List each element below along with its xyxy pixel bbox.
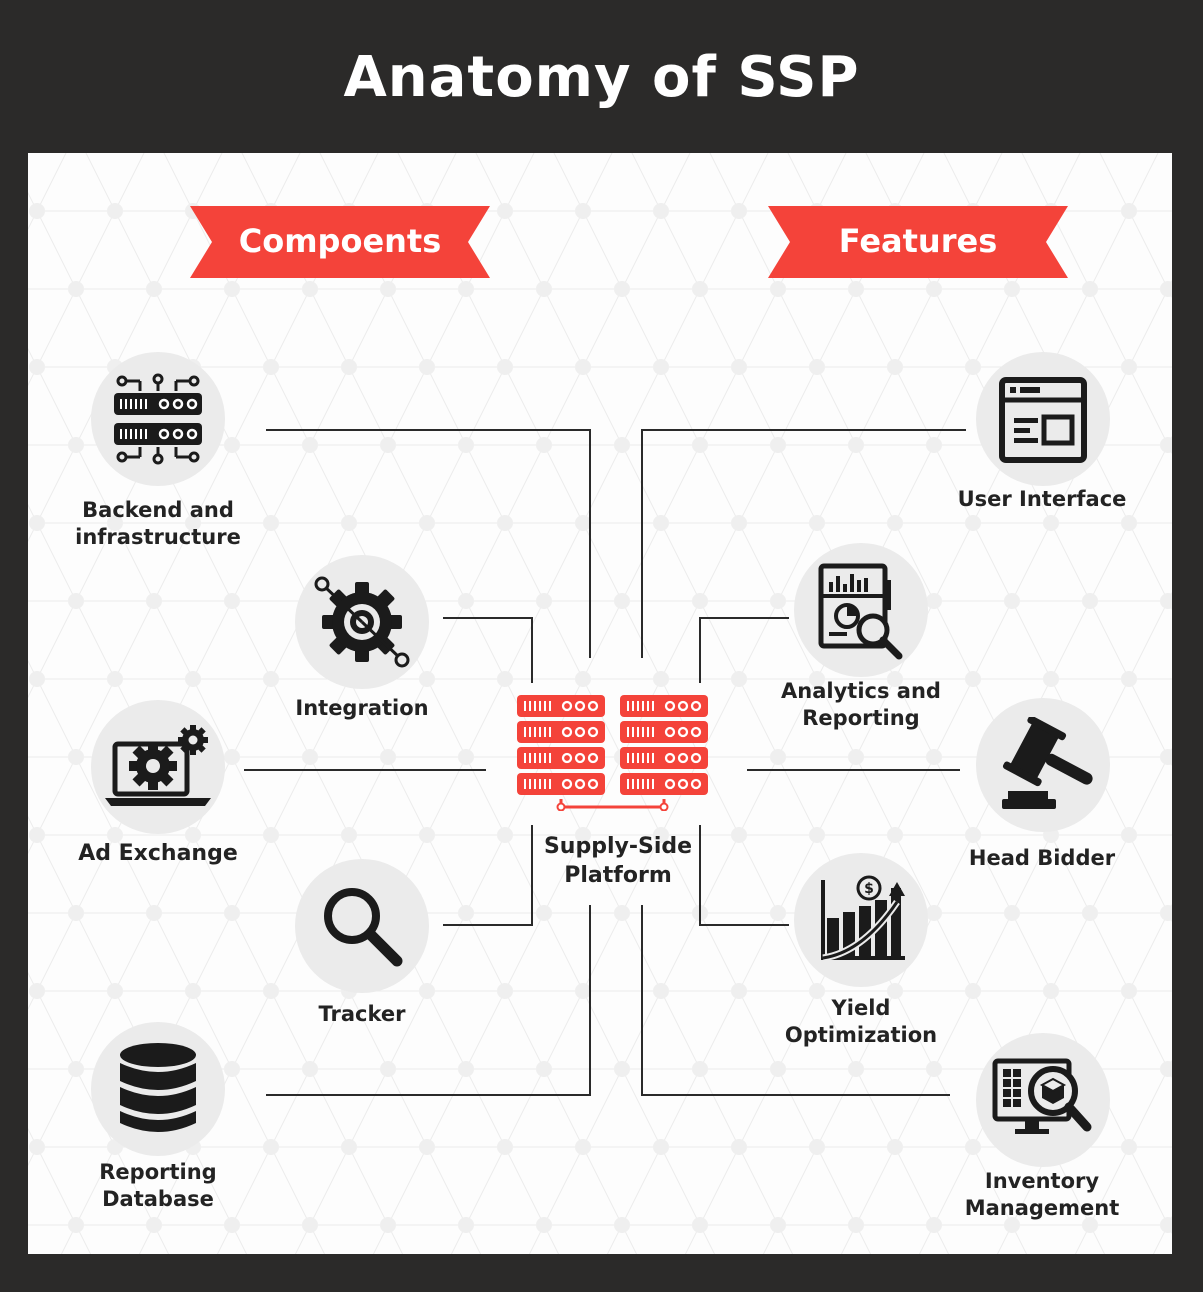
gear-network-icon [314, 576, 410, 668]
magnifier-icon [324, 888, 403, 967]
yield-optimization-label: Yield Optimization [761, 995, 961, 1050]
inventory-management-node [976, 1033, 1110, 1167]
dollar-symbol: $ [864, 881, 874, 897]
integration-label: Integration [262, 695, 462, 722]
database-icon [120, 1043, 196, 1132]
ad-exchange-node [91, 700, 225, 834]
gavel-icon [1002, 717, 1093, 809]
integration-label-line1: Integration [295, 696, 429, 720]
backend-node [91, 352, 225, 486]
diagram-panel: Compoents Features Supply-Side Platform [28, 153, 1172, 1254]
center-label: Supply-Side Platform [518, 833, 718, 890]
connector-lines [244, 429, 966, 1096]
features-banner: Features [768, 206, 1068, 278]
head-bidder-label: Head Bidder [942, 845, 1142, 872]
analytics-label: Analytics and Reporting [761, 678, 961, 733]
reporting-database-label-line1: Reporting [99, 1160, 217, 1184]
laptop-gears-icon [105, 725, 211, 806]
connector-integration [443, 617, 533, 683]
reporting-database-label-line2: Database [102, 1187, 214, 1212]
connector-inventory [641, 905, 950, 1096]
tracker-label-line1: Tracker [318, 1002, 406, 1026]
tracker-label: Tracker [262, 1001, 462, 1028]
ad-exchange-label: Ad Exchange [58, 840, 258, 869]
backend-label: Backend and infrastructure [58, 497, 258, 552]
analytics-label-line1: Analytics and [781, 679, 941, 703]
inventory-management-label: Inventory Management [942, 1168, 1142, 1223]
inventory-management-label-line2: Management [964, 1196, 1120, 1221]
backend-label-line1: Backend and [82, 498, 234, 522]
inventory-monitor-icon [992, 1058, 1092, 1134]
inventory-management-label-line1: Inventory [984, 1169, 1100, 1193]
page-title: Anatomy of SSP [343, 45, 860, 110]
server-circuit-icon [114, 373, 202, 465]
analytics-report-icon [818, 563, 903, 660]
integration-node [295, 555, 429, 689]
tracker-node [295, 859, 429, 993]
server-rack-icon [517, 695, 708, 811]
reporting-database-node [91, 1022, 225, 1156]
yield-chart-icon: $ [821, 875, 905, 962]
reporting-database-label: Reporting Database [58, 1159, 258, 1214]
components-banner-label: Compoents [238, 222, 442, 260]
banner-ribbon-shape [190, 206, 490, 278]
connector-analytics [699, 617, 789, 683]
connector-tracker [443, 825, 533, 926]
connector-user-interface [641, 429, 966, 658]
yield-optimization-label-line2: Optimization [784, 1023, 938, 1048]
yield-optimization-label-line1: Yield [831, 996, 891, 1020]
connector-yield [699, 825, 789, 926]
user-interface-node [976, 352, 1110, 486]
backend-label-line2: infrastructure [75, 525, 241, 550]
yield-optimization-node: $ [794, 853, 928, 987]
user-interface-label: User Interface [942, 486, 1142, 513]
connector-reporting-db [266, 905, 591, 1096]
browser-window-icon [999, 377, 1087, 463]
components-banner: Compoents [190, 206, 490, 278]
banner-ribbon-shape [768, 206, 1068, 278]
center-label-line1: Supply-Side [543, 834, 693, 859]
center-label-line2: Platform [564, 862, 672, 888]
head-bidder-label-line1: Head Bidder [968, 846, 1116, 870]
head-bidder-node [976, 698, 1110, 832]
connector-backend [266, 429, 591, 658]
user-interface-label-line1: User Interface [957, 487, 1127, 511]
analytics-node [794, 543, 928, 677]
features-banner-label: Features [838, 222, 998, 260]
analytics-label-line2: Reporting [802, 706, 920, 731]
ad-exchange-label-line1: Ad Exchange [78, 841, 238, 866]
